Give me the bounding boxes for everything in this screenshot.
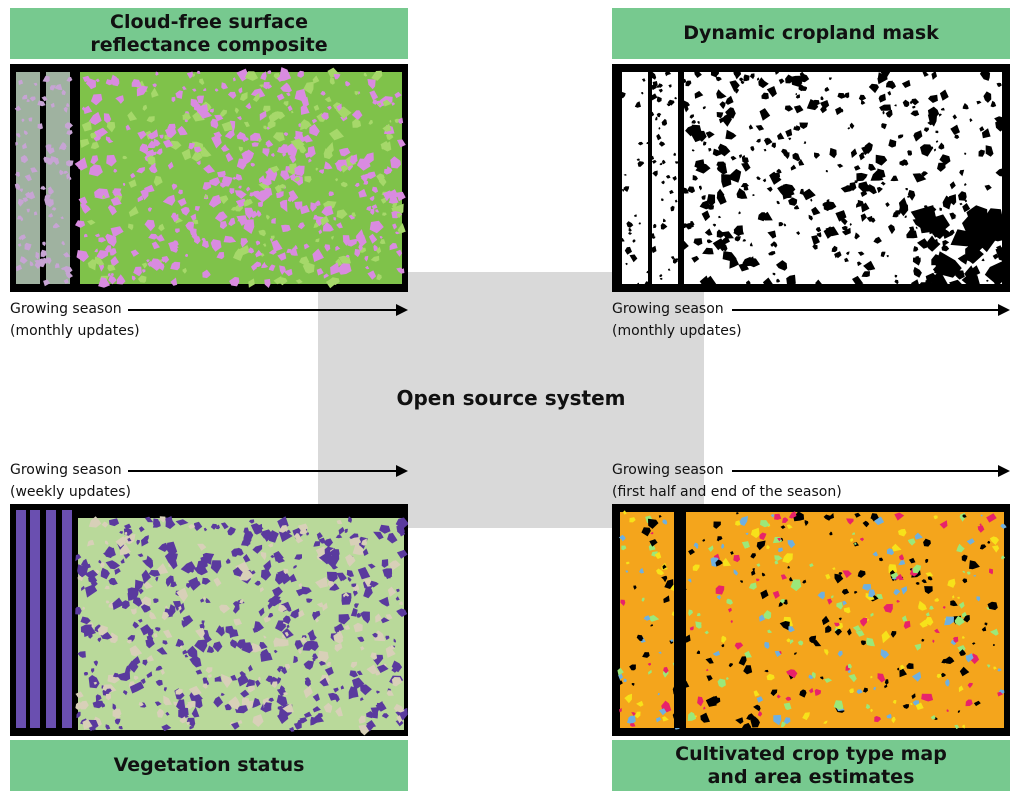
arrow-right-icon xyxy=(128,465,408,477)
croptype-title-banner: Cultivated crop type map and area estima… xyxy=(612,740,1010,791)
composite-title-banner: Cloud-free surface reflectance composite xyxy=(10,8,408,59)
composite-season-label: Growing season xyxy=(10,301,122,317)
composite-title-line1: Cloud-free surface xyxy=(110,10,308,33)
croptype-image-panel xyxy=(612,504,1010,736)
mask-update-label: (monthly updates) xyxy=(612,323,742,339)
croptype-season-label: Growing season xyxy=(612,462,724,478)
vegetation-stack-frame xyxy=(46,510,56,728)
vegetation-update-label: (weekly updates) xyxy=(10,484,131,500)
arrow-right-icon xyxy=(732,465,1010,477)
arrow-right-icon xyxy=(128,304,408,316)
composite-image-panel xyxy=(10,64,408,292)
mask-title: Dynamic cropland mask xyxy=(683,22,939,44)
mask-title-banner: Dynamic cropland mask xyxy=(612,8,1010,59)
vegetation-image-panel xyxy=(10,504,408,736)
vegetation-title: Vegetation status xyxy=(113,754,305,776)
vegetation-season-label: Growing season xyxy=(10,462,122,478)
vegetation-stack-frame xyxy=(16,510,26,728)
croptype-title-line1: Cultivated crop type map xyxy=(675,742,947,765)
composite-stack-frame xyxy=(46,72,70,284)
open-source-system-box xyxy=(318,272,704,528)
vegetation-stack-frame xyxy=(62,510,72,728)
croptype-update-label: (first half and end of the season) xyxy=(612,484,842,500)
arrow-right-icon xyxy=(732,304,1010,316)
composite-update-label: (monthly updates) xyxy=(10,323,140,339)
croptype-title-line2: and area estimates xyxy=(707,765,915,788)
mask-image-panel xyxy=(612,64,1010,292)
vegetation-stack-frame xyxy=(30,510,40,728)
mask-season-label: Growing season xyxy=(612,301,724,317)
vegetation-title-banner: Vegetation status xyxy=(10,740,408,791)
open-source-system-label: Open source system xyxy=(396,386,626,410)
croptype-frame-gap xyxy=(674,512,686,728)
composite-title-line2: reflectance composite xyxy=(90,33,328,56)
